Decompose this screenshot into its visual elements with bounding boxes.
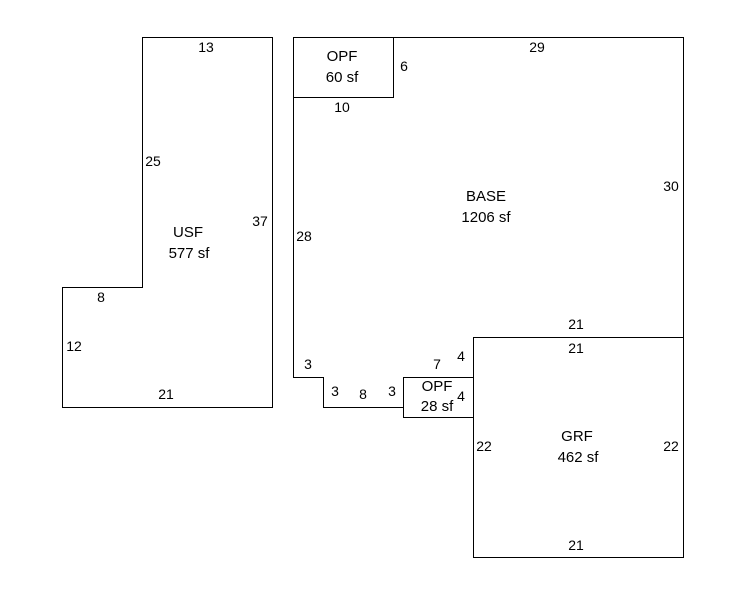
usf-dim-top: 13 [198, 39, 214, 55]
grf-dim-left: 22 [476, 438, 492, 454]
base-dim-to-opf: 7 [433, 356, 441, 372]
opf-top-dim-bottom: 10 [334, 99, 350, 115]
grf-name: GRF [561, 428, 593, 445]
opf-bottom-name: OPF [422, 378, 453, 395]
grf-dim-top: 21 [568, 340, 584, 356]
grf-dim-bottom: 21 [568, 537, 584, 553]
usf-dim-left-upper: 25 [145, 153, 161, 169]
usf-area: 577 sf [169, 245, 211, 262]
opf-top-outline [293, 37, 394, 98]
grf-outline [473, 337, 684, 558]
usf-outline [62, 37, 273, 408]
opf-top-name: OPF [327, 48, 358, 65]
base-area: 1206 sf [461, 209, 511, 226]
usf-dim-right: 37 [252, 213, 268, 229]
usf-name: USF [173, 224, 203, 241]
base-dim-bottom-shared: 21 [568, 316, 584, 332]
base-dim-left: 28 [296, 228, 312, 244]
base-dim-opf-side: 4 [457, 348, 465, 364]
usf-dim-left-lower: 12 [66, 338, 82, 354]
opf-top-area: 60 sf [326, 69, 359, 86]
base-dim-top: 29 [529, 39, 545, 55]
base-name: BASE [466, 188, 506, 205]
grf-area: 462 sf [558, 449, 600, 466]
opf-top-dim-side: 6 [400, 58, 408, 74]
opf-bottom-dim-side: 4 [457, 388, 465, 404]
opf-bottom-area: 28 sf [421, 398, 454, 415]
base-dim-notch-bottom: 3 [331, 383, 339, 399]
base-dim-bottom-mid: 8 [359, 386, 367, 402]
grf-dim-right: 22 [663, 438, 679, 454]
usf-dim-bottom: 21 [158, 386, 174, 402]
base-dim-notch-right: 3 [388, 383, 396, 399]
base-dim-right: 30 [663, 178, 679, 194]
base-dim-notch-left: 3 [304, 356, 312, 372]
usf-dim-step: 8 [97, 289, 105, 305]
